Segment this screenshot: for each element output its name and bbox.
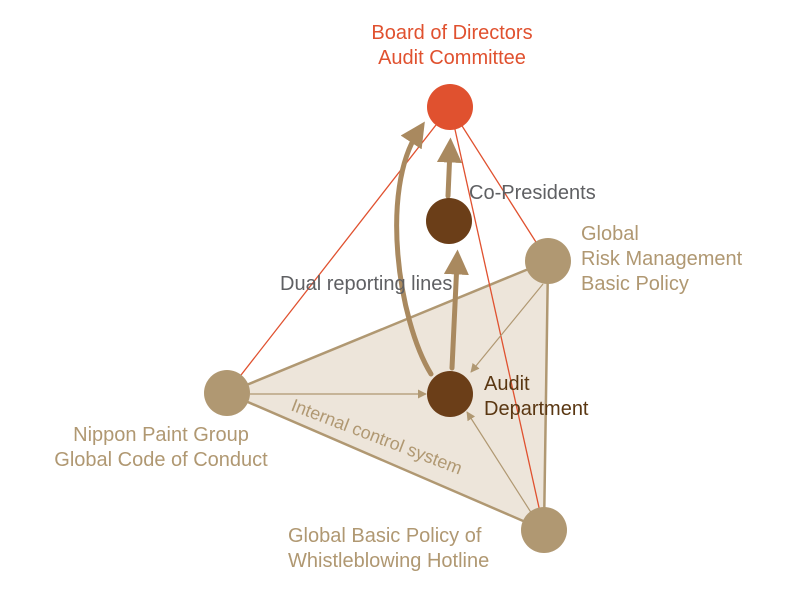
risk-policy-node bbox=[525, 238, 571, 284]
internal-control-triangle bbox=[225, 259, 550, 532]
board-node bbox=[427, 84, 473, 130]
copresidents-label: Co-Presidents bbox=[469, 182, 596, 204]
risk-policy-line1: Global bbox=[581, 223, 639, 245]
board-label: Board of Directors Audit Committee bbox=[346, 21, 558, 71]
code-of-conduct-label: Nippon Paint Group Global Code of Conduc… bbox=[36, 423, 286, 473]
risk-to-audit-arrow bbox=[470, 283, 544, 373]
board-to-whistle-line bbox=[449, 106, 545, 531]
copresidents-to-board-arrow bbox=[436, 137, 462, 199]
risk-policy-label: Global Risk Management Basic Policy bbox=[581, 222, 742, 297]
board-label-line2: Audit Committee bbox=[378, 47, 526, 69]
code-label-line2: Global Code of Conduct bbox=[54, 449, 268, 471]
audit-label-line1: Audit bbox=[484, 373, 530, 395]
code-of-conduct-node bbox=[204, 370, 250, 416]
whistle-to-audit-arrow bbox=[466, 411, 533, 515]
audit-to-board-curved-arrow bbox=[394, 121, 434, 377]
board-to-risk-line bbox=[449, 106, 549, 262]
audit-label-line2: Department bbox=[484, 398, 589, 420]
copresidents-node bbox=[426, 198, 472, 244]
risk-policy-line2: Risk Management bbox=[581, 248, 743, 270]
whistleblowing-node bbox=[521, 507, 567, 553]
audit-department-node bbox=[427, 371, 473, 417]
audit-department-label: Audit Department bbox=[484, 372, 589, 422]
board-label-line1: Board of Directors bbox=[371, 22, 533, 44]
code-label-line1: Nippon Paint Group bbox=[73, 424, 249, 446]
whistleblowing-label: Global Basic Policy of Whistleblowing Ho… bbox=[288, 524, 489, 574]
board-to-code-line bbox=[226, 106, 451, 394]
dual-reporting-label: Dual reporting lines bbox=[280, 273, 453, 295]
whistle-label-line2: Whistleblowing Hotline bbox=[288, 550, 490, 572]
audit-to-copresidents-arrow bbox=[443, 249, 469, 371]
whistle-label-line1: Global Basic Policy of bbox=[288, 525, 482, 547]
risk-policy-line3: Basic Policy bbox=[581, 273, 689, 295]
